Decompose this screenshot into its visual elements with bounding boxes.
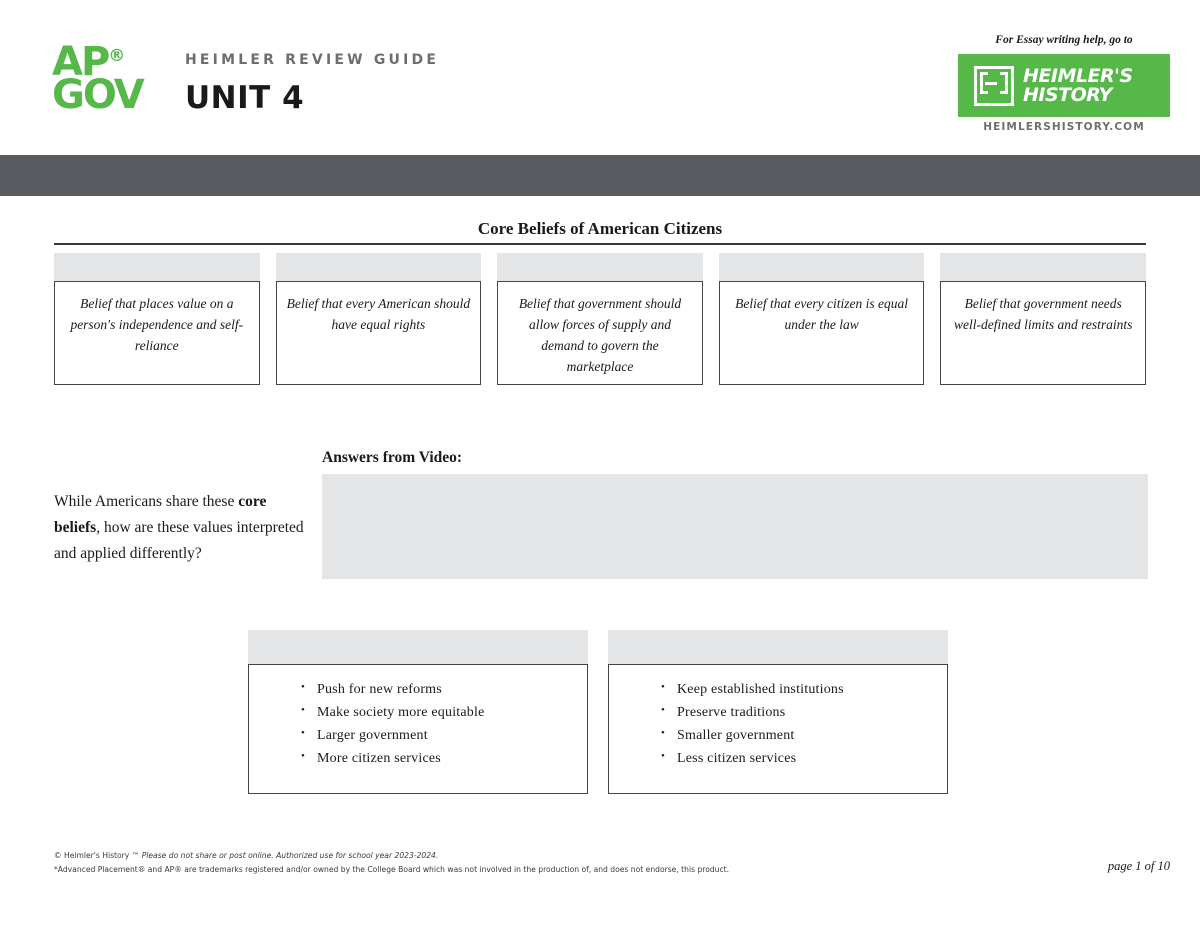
list-item: Smaller government	[661, 724, 937, 748]
belief-description: Belief that government should allow forc…	[497, 281, 703, 385]
belief-card: Belief that government should allow forc…	[497, 253, 703, 385]
belief-description: Belief that places value on a person's i…	[54, 281, 260, 385]
belief-card: Belief that places value on a person's i…	[54, 253, 260, 385]
bullet-box-answer-field[interactable]	[608, 630, 948, 664]
brand-website-url: HEIMLERSHISTORY.COM	[983, 121, 1145, 133]
core-beliefs-question: While Americans share these core beliefs…	[54, 489, 310, 567]
bullet-box-body: Push for new reforms Make society more e…	[248, 664, 588, 794]
belief-description: Belief that government needs well-define…	[940, 281, 1146, 385]
ap-logo-line1: AP®	[52, 39, 126, 85]
page-number: page 1 of 10	[1107, 859, 1170, 873]
ap-logo-line2: GOV	[52, 71, 145, 118]
ap-gov-logo: AP® GOV	[52, 39, 164, 118]
review-guide-label: HEIMLER REVIEW GUIDE	[185, 52, 440, 68]
core-beliefs-divider	[54, 243, 1146, 245]
list-item: Less citizen services	[661, 747, 937, 771]
bullet-box-answer-field[interactable]	[248, 630, 588, 664]
list-item: More citizen services	[301, 747, 577, 771]
belief-answer-field[interactable]	[275, 253, 482, 281]
belief-answer-field[interactable]	[497, 253, 703, 281]
belief-card: Belief that every citizen is equal under…	[718, 253, 925, 385]
brand-line-2: HISTORY	[1023, 83, 1112, 106]
belief-description: Belief that every citizen is equal under…	[718, 281, 925, 385]
belief-description: Belief that every American should have e…	[275, 281, 482, 385]
bullet-box-conservative: Keep established institutions Preserve t…	[608, 630, 948, 794]
bullet-box-body: Keep established institutions Preserve t…	[608, 664, 948, 794]
belief-answer-field[interactable]	[54, 253, 260, 281]
belief-card: Belief that government needs well-define…	[940, 253, 1146, 385]
core-beliefs-title: Core Beliefs of American Citizens	[477, 219, 723, 238]
list-item: Larger government	[301, 724, 577, 748]
question-part-2: , how are these values interpreted and a…	[54, 519, 304, 563]
copyright-line: © Heimler's History ™ Please do not shar…	[54, 849, 954, 863]
list-item: Make society more equitable	[301, 701, 577, 725]
header-divider-band	[0, 155, 1200, 196]
belief-answer-field[interactable]	[940, 253, 1146, 281]
list-item: Preserve traditions	[661, 701, 937, 725]
answers-from-video-field[interactable]	[322, 474, 1148, 579]
question-emphasis: core beliefs	[54, 493, 267, 537]
brand-line-1: HEIMLER'S	[1023, 64, 1133, 87]
essay-help-caption: For Essay writing help, go to	[995, 34, 1133, 46]
bullet-box-liberal: Push for new reforms Make society more e…	[248, 630, 588, 794]
list-item: Keep established institutions	[661, 678, 937, 702]
heimlers-history-wordmark: HEIMLER'S HISTORY	[1023, 64, 1133, 106]
copyright-terms: Please do not share or post online. Auth…	[141, 851, 439, 860]
trademark-disclaimer: *Advanced Placement® and AP® are tradema…	[54, 865, 730, 875]
copyright-owner: © Heimler's History ™	[54, 851, 142, 860]
page-header: AP® GOV HEIMLER REVIEW GUIDE UNIT 4 For …	[0, 0, 1200, 155]
registered-trademark-icon: ®	[108, 46, 126, 66]
question-part-1: While Americans share these	[54, 493, 239, 510]
footer-legal-text: © Heimler's History ™ Please do not shar…	[54, 849, 954, 877]
answers-from-video-label: Answers from Video:	[322, 449, 463, 466]
heimler-monogram-icon	[974, 65, 1014, 106]
belief-card: Belief that every American should have e…	[275, 253, 482, 385]
heimlers-history-logo[interactable]: HEIMLER'S HISTORY	[958, 54, 1170, 117]
core-beliefs-row: Belief that places value on a person's i…	[54, 253, 1146, 385]
page-title: UNIT 4	[185, 80, 305, 116]
belief-answer-field[interactable]	[718, 253, 925, 281]
list-item: Push for new reforms	[301, 678, 577, 702]
